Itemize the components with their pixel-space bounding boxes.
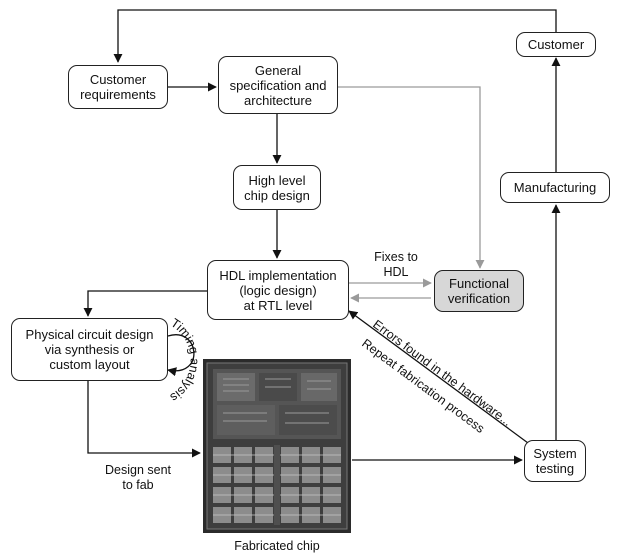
system-testing-box: System testing <box>524 440 586 482</box>
arrow-spec-to-verification <box>338 86 485 269</box>
timing-analysis-label: Timing analysis <box>168 316 202 405</box>
fixes-to-hdl-label: Fixes to HDL <box>374 250 418 279</box>
arrow-testing-to-manufacturing <box>551 204 586 461</box>
hdl-implementation-box: HDL implementation (logic design) at RTL… <box>207 260 349 320</box>
customer-box: Customer <box>516 32 596 57</box>
timing-analysis-text: Timing analysis <box>168 316 202 405</box>
arrow-testing-to-hdl <box>348 310 529 444</box>
physical-design-text: Physical circuit design via synthesis or… <box>25 327 154 372</box>
design-sent-label: Design sent to fab <box>104 463 171 492</box>
functional-verification-box: Functional verification <box>434 270 524 312</box>
arrow-hdl-to-physical <box>83 290 207 317</box>
fabricated-chip-image <box>203 359 351 533</box>
chip-die-graphic <box>203 359 351 533</box>
manufacturing-box: Manufacturing <box>500 172 610 203</box>
customer-text: Customer <box>527 37 585 52</box>
manufacturing-text: Manufacturing <box>513 180 597 195</box>
hdl-implementation-text: HDL implementation (logic design) at RTL… <box>219 267 337 313</box>
arrow-customer-to-requirements <box>113 9 557 63</box>
customer-requirements-text: Customer requirements <box>80 72 156 102</box>
physical-design-box: Physical circuit design via synthesis or… <box>11 318 168 381</box>
general-spec-text: General specification and architecture <box>229 62 327 108</box>
high-level-design-box: High level chip design <box>233 165 321 210</box>
errors-found-label: Errors found in the hardware... <box>370 317 514 429</box>
general-spec-box: General specification and architecture <box>218 56 338 114</box>
system-testing-text: System testing <box>533 446 577 476</box>
functional-verification-text: Functional verification <box>447 276 511 306</box>
customer-requirements-box: Customer requirements <box>68 65 168 109</box>
arrow-physical-to-fab <box>87 381 201 458</box>
high-level-design-text: High level chip design <box>244 172 310 203</box>
fabricated-chip-label: Fabricated chip <box>234 539 320 553</box>
arrow-timing-analysis-loop <box>167 334 195 377</box>
